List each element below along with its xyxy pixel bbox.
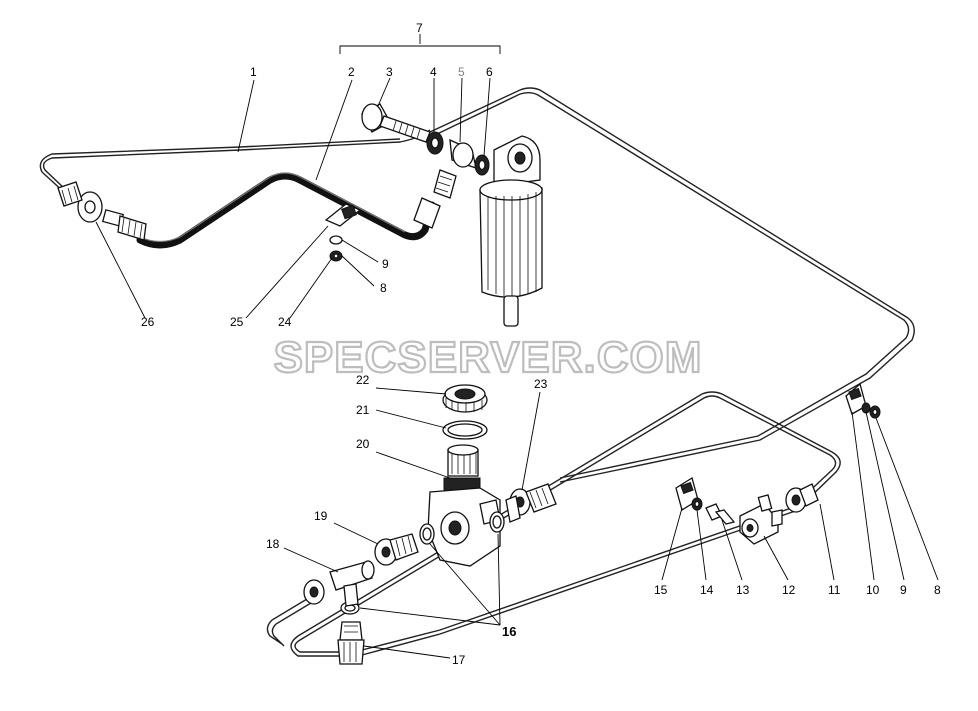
pipe-1 [39, 129, 431, 195]
callout-19: 19 [314, 509, 328, 523]
callout-20: 20 [356, 437, 370, 451]
callout-18: 18 [266, 537, 280, 551]
callout-17: 17 [452, 653, 466, 667]
callout-2: 2 [348, 65, 355, 79]
callout-8-upper: 8 [380, 281, 387, 295]
fitting-26 [57, 181, 147, 241]
callout-25: 25 [230, 315, 244, 329]
washer-9 [861, 402, 871, 414]
callout-1: 1 [250, 65, 257, 79]
callout-5: 5 [458, 65, 465, 79]
callout-8-lower: 8 [934, 583, 941, 597]
leader-lines [95, 34, 939, 659]
cap-nut-22 [442, 384, 488, 413]
washer-14 [691, 497, 703, 511]
tee-18 [303, 560, 375, 607]
washer-6 [474, 154, 490, 176]
callout-23: 23 [534, 377, 548, 391]
callout-13: 13 [736, 583, 750, 597]
washer-4 [426, 131, 444, 155]
o-ring-21 [442, 420, 488, 440]
clip-25 [324, 203, 362, 262]
callout-10: 10 [866, 583, 880, 597]
callout-12: 12 [782, 583, 796, 597]
fitting-19 [374, 533, 419, 566]
pipe-11-loop [429, 87, 915, 483]
callout-21: 21 [356, 403, 370, 417]
fitting-23 [505, 483, 557, 523]
callout-16: 16 [502, 624, 516, 639]
callout-3: 3 [386, 65, 393, 79]
bolt-13 [705, 503, 736, 525]
nut-8 [869, 405, 881, 419]
callout-24: 24 [278, 315, 292, 329]
valve-body-20 [427, 444, 501, 567]
filter-housing [479, 135, 543, 327]
callout-6: 6 [486, 65, 493, 79]
callout-22: 22 [356, 373, 370, 387]
pipe-lower-loop [266, 391, 841, 657]
tee-12 [739, 494, 783, 545]
callout-15: 15 [654, 583, 668, 597]
callout-9-lower: 9 [900, 583, 907, 597]
callout-14: 14 [700, 583, 714, 597]
hose-2 [136, 172, 436, 249]
callout-11: 11 [828, 583, 841, 597]
fitting-17 [337, 621, 365, 665]
banjo-fitting-5 [413, 138, 477, 229]
callout-labels: 1 2 3 4 5 6 7 9 8 26 25 24 22 21 20 23 1… [141, 21, 941, 667]
nut-11 [785, 483, 819, 513]
callout-4: 4 [430, 65, 437, 79]
callout-7: 7 [416, 21, 423, 35]
callout-26: 26 [141, 315, 155, 329]
bolt-3 [361, 103, 431, 143]
callout-9-upper: 9 [382, 257, 389, 271]
watermark-text: SPECSERVER.COM [274, 333, 703, 382]
